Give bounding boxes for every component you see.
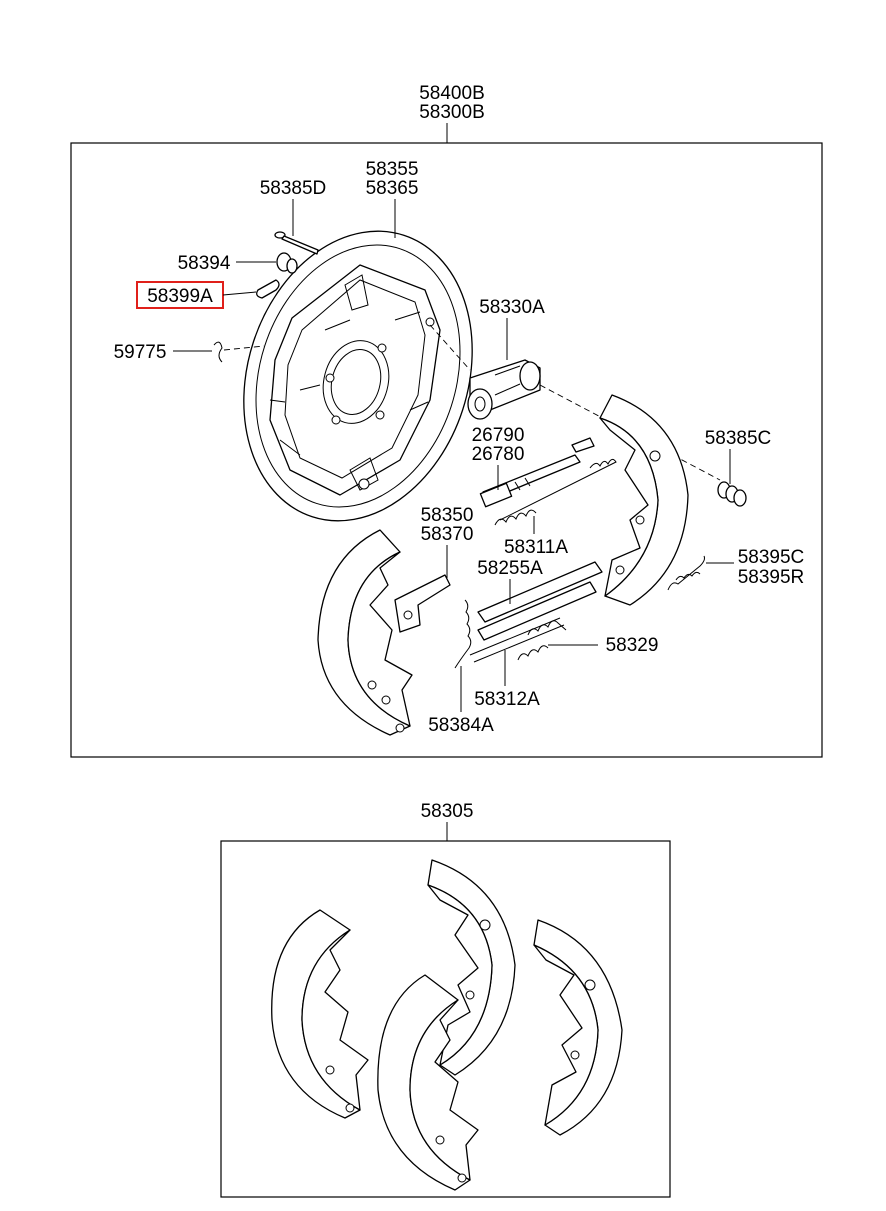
strut-drawing <box>477 561 603 641</box>
clip-59775-drawing <box>213 341 223 363</box>
kit-shoe-2-drawing <box>427 859 516 1076</box>
label-58311A[interactable]: 58311A <box>504 537 568 558</box>
spring-58395-drawing <box>667 555 705 591</box>
label-58370[interactable]: 58370 <box>421 524 474 545</box>
adjuster-drawing <box>479 437 617 521</box>
label-26780[interactable]: 26780 <box>472 444 525 465</box>
label-58350[interactable]: 58350 <box>421 505 474 526</box>
pin-58385D-drawing <box>274 231 319 255</box>
spring-58384A-drawing <box>454 599 472 669</box>
backing-plate-drawing <box>243 230 473 522</box>
link-58312A-drawing <box>469 617 565 663</box>
label-26790[interactable]: 26790 <box>472 425 525 446</box>
label-58384A[interactable]: 58384A <box>428 715 494 736</box>
assembly-frame <box>70 142 823 758</box>
kit-shoe-4-drawing <box>533 919 623 1136</box>
lever-drawing <box>394 574 451 633</box>
label-58255A[interactable]: 58255A <box>477 558 543 579</box>
clip-58399A-drawing <box>256 279 280 299</box>
spring-58385C-drawing <box>717 481 747 507</box>
kit-shoe-1-drawing <box>271 909 369 1119</box>
label-58365[interactable]: 58365 <box>366 178 419 199</box>
kit-shoe-3-drawing <box>377 974 479 1191</box>
label-58329[interactable]: 58329 <box>606 635 659 656</box>
label-58399A[interactable]: 58399A <box>147 286 213 307</box>
left-shoe-drawing <box>317 529 413 736</box>
label-58330A[interactable]: 58330A <box>479 297 545 318</box>
label-58385D[interactable]: 58385D <box>260 178 327 199</box>
label-58385C[interactable]: 58385C <box>705 428 772 449</box>
label-58312A[interactable]: 58312A <box>474 689 540 710</box>
label-58395R[interactable]: 58395R <box>738 567 805 588</box>
kit-frame <box>220 840 671 1198</box>
label-58355[interactable]: 58355 <box>366 159 419 180</box>
spring-58311A-drawing <box>494 509 537 526</box>
label-58395C[interactable]: 58395C <box>738 547 805 568</box>
nut-58394-drawing <box>276 252 298 274</box>
right-shoe-drawing <box>599 394 689 606</box>
label-58400B[interactable]: 58400B <box>419 83 485 104</box>
wheel-cylinder-drawing <box>467 359 541 420</box>
label-58394[interactable]: 58394 <box>178 253 231 274</box>
label-58305[interactable]: 58305 <box>421 801 474 822</box>
label-59775[interactable]: 59775 <box>114 342 167 363</box>
label-58300B[interactable]: 58300B <box>419 102 485 123</box>
